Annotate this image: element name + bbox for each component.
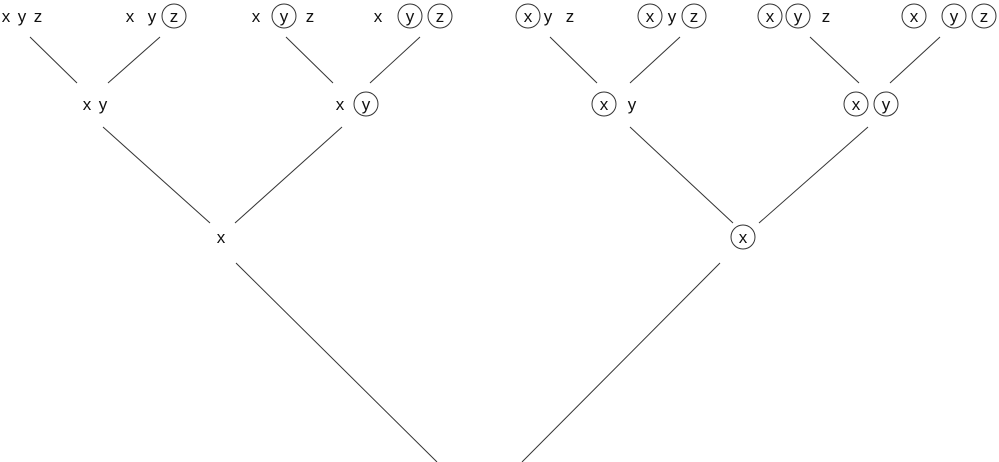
tree-edge <box>102 126 211 224</box>
variable-label: y <box>99 95 108 114</box>
variable-label: y <box>406 7 415 26</box>
circled-term-ring <box>271 3 297 29</box>
tree-edges <box>29 36 941 462</box>
tree-edge <box>285 36 334 84</box>
circled-term-ring <box>681 3 707 29</box>
variable-label: y <box>148 7 157 26</box>
variable-label: z <box>822 7 831 26</box>
variable-label: z <box>34 7 43 26</box>
variable-label: x <box>646 7 655 26</box>
circled-term-ring <box>785 3 811 29</box>
circled-term-ring <box>730 224 756 250</box>
tree-edge <box>629 36 681 84</box>
variable-label: y <box>668 7 677 26</box>
variable-label: y <box>628 95 637 114</box>
circled-term-ring <box>591 91 617 117</box>
variable-label: z <box>170 7 179 26</box>
variable-label: x <box>252 7 261 26</box>
tree-edge <box>234 126 343 224</box>
tree-edge <box>809 36 860 84</box>
tree-edge <box>369 36 421 84</box>
variable-label: y <box>794 7 803 26</box>
variable-label: y <box>882 95 891 114</box>
variable-label: x <box>336 95 345 114</box>
tree-node-l8: x y z <box>901 3 997 29</box>
variable-label: y <box>18 7 27 26</box>
circled-term-ring <box>397 3 423 29</box>
variable-label: z <box>980 7 989 26</box>
circled-term-ring <box>637 3 663 29</box>
circled-term-ring <box>757 3 783 29</box>
tree-edge <box>29 36 78 84</box>
variable-label: y <box>362 95 371 114</box>
variable-label: x <box>374 7 383 26</box>
variable-label: x <box>217 228 226 247</box>
circled-term-ring <box>515 3 541 29</box>
circled-term-ring <box>971 3 997 29</box>
variable-label: y <box>280 7 289 26</box>
variable-label: y <box>950 7 959 26</box>
variable-label: z <box>566 7 575 26</box>
variable-label: x <box>524 7 533 26</box>
variable-label: x <box>739 228 748 247</box>
circled-term-ring <box>901 3 927 29</box>
variable-label: z <box>436 7 445 26</box>
variable-label: x <box>852 95 861 114</box>
circled-term-ring <box>873 91 899 117</box>
tree-edge <box>521 262 721 462</box>
tree-edge <box>549 36 598 84</box>
tree-node-l4: x y z <box>374 3 453 29</box>
variable-label: x <box>910 7 919 26</box>
variable-label: x <box>766 7 775 26</box>
variable-label: y <box>544 7 553 26</box>
variable-label: z <box>690 7 699 26</box>
circled-term-ring <box>941 3 967 29</box>
circled-term-ring <box>843 91 869 117</box>
tree-edge <box>107 36 161 84</box>
tree-node-n1: x <box>217 228 226 247</box>
tree-node-n2: x <box>730 224 756 250</box>
tree-edge <box>889 36 941 84</box>
tree-edge <box>758 126 869 224</box>
tree-edge <box>629 126 734 224</box>
circled-term-ring <box>353 91 379 117</box>
variable-label: x <box>83 95 92 114</box>
circled-term-ring <box>427 3 453 29</box>
variable-label: x <box>600 95 609 114</box>
variable-label: z <box>306 7 315 26</box>
circled-term-ring <box>161 3 187 29</box>
variable-label: x <box>2 7 11 26</box>
variable-label: x <box>126 7 135 26</box>
tree-edge <box>235 262 438 462</box>
